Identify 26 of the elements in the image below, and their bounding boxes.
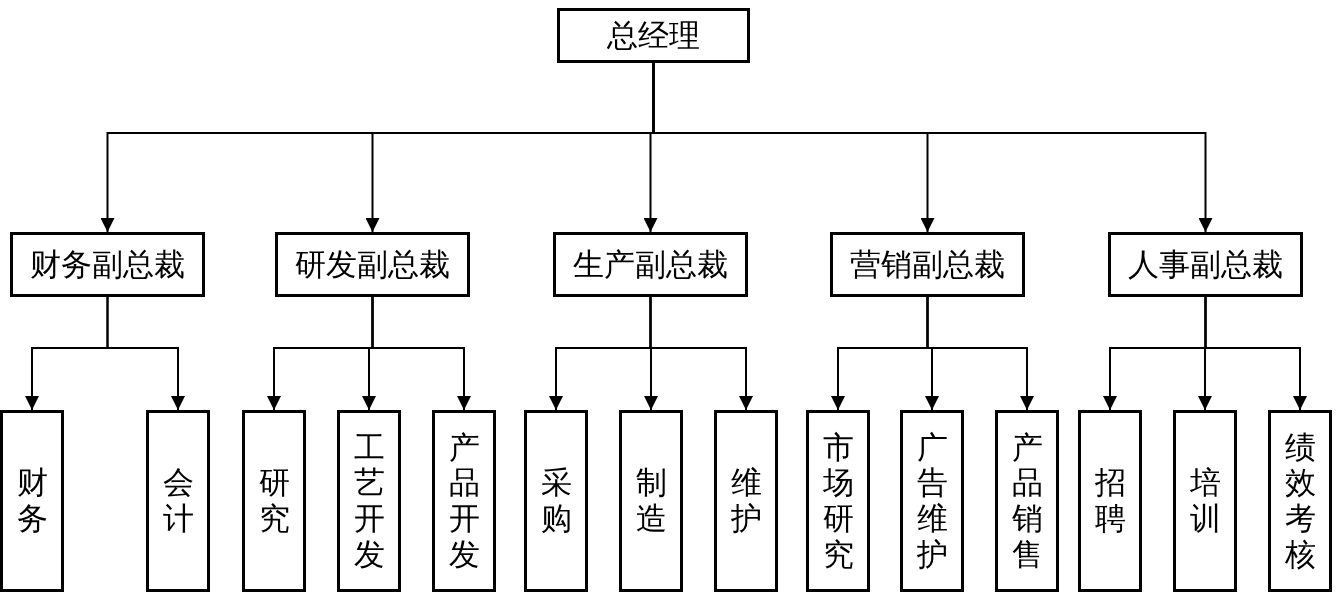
unit-box: 产品开发: [432, 410, 496, 592]
unit-box: 绩效考核: [1268, 410, 1332, 592]
department-box: 营销副总裁: [830, 232, 1025, 297]
unit-box: 会计: [146, 410, 210, 592]
unit-box: 研究: [242, 410, 306, 592]
unit-box: 产品销售: [995, 410, 1059, 592]
unit-box: 采购: [524, 410, 588, 592]
unit-box: 工艺开发: [337, 410, 401, 592]
department-box: 财务副总裁: [10, 232, 205, 297]
arrow: [926, 296, 1034, 411]
arrow: [652, 62, 1213, 233]
unit-box: 维护: [714, 410, 778, 592]
unit-box: 招聘: [1078, 410, 1142, 592]
department-box: 生产副总裁: [553, 232, 748, 297]
arrow: [106, 296, 185, 411]
unit-box: 广告维护: [900, 410, 964, 592]
arrow: [371, 296, 471, 411]
manager-box: 总经理: [557, 8, 750, 63]
department-box: 人事副总裁: [1108, 232, 1303, 297]
unit-box: 财务: [0, 410, 64, 592]
arrow: [1204, 296, 1307, 411]
department-box: 研发副总裁: [275, 232, 470, 297]
unit-box: 培训: [1173, 410, 1237, 592]
unit-box: 制造: [619, 410, 683, 592]
unit-box: 市场研究: [806, 410, 870, 592]
arrow: [649, 296, 753, 411]
